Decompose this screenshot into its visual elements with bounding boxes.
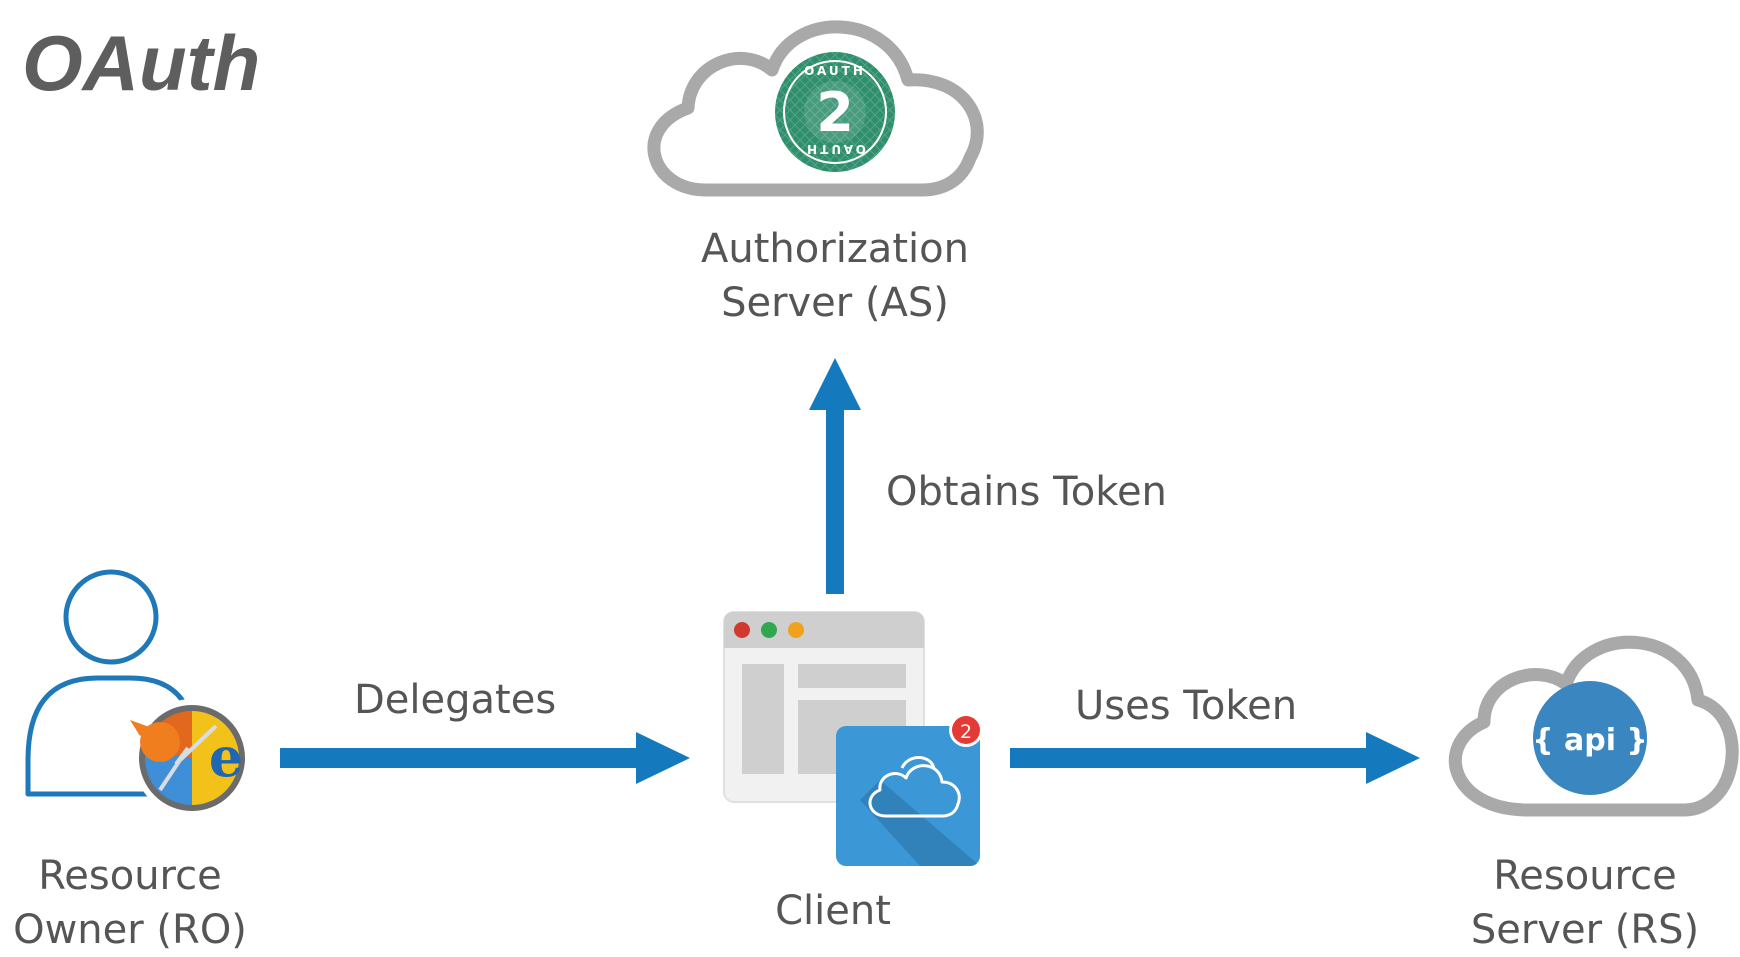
resource-server-label-line2: Server (RS) <box>1470 907 1700 953</box>
resource-server-label: Resource Server (RS) <box>1440 849 1730 957</box>
page-title: OAuth <box>22 19 261 107</box>
authorization-server-cloud-icon: 2 OAUTH OAUTH <box>647 20 984 197</box>
uses-token-arrow <box>1010 732 1420 784</box>
resource-server-cloud-icon: { api } <box>1448 635 1739 817</box>
oauth-badge-bottom-text: OAUTH <box>804 142 866 156</box>
svg-text:e: e <box>209 725 243 789</box>
oauth-badge-top-text: OAUTH <box>804 64 866 78</box>
obtains-token-label: Obtains Token <box>886 469 1167 515</box>
resource-owner-label-line2: Owner (RO) <box>13 907 247 953</box>
uses-token-label: Uses Token <box>1075 683 1298 729</box>
notification-badge: 2 <box>949 713 983 747</box>
client-label: Client <box>775 888 891 934</box>
notification-count: 2 <box>960 721 972 743</box>
browser-window-icon <box>723 611 925 803</box>
api-label: { api } <box>1532 723 1648 758</box>
delegates-arrow <box>280 732 690 784</box>
resource-owner-label: Resource Owner (RO) <box>0 849 260 957</box>
api-icon: { api } <box>1532 681 1648 795</box>
resource-owner-icon: e <box>25 569 251 817</box>
client-icon: 2 <box>723 611 983 866</box>
app-icon: 2 <box>836 713 983 866</box>
authorization-server-label: Authorization Server (AS) <box>635 222 1035 330</box>
obtains-token-arrow <box>809 358 861 594</box>
authorization-server-label-line1: Authorization <box>701 226 969 272</box>
oauth2-badge-icon: 2 OAUTH OAUTH <box>775 52 895 172</box>
authorization-server-label-line2: Server (AS) <box>721 280 949 326</box>
delegates-label: Delegates <box>354 677 557 723</box>
browser-logos-icon: e <box>130 699 251 817</box>
resource-owner-label-line1: Resource <box>38 853 222 899</box>
resource-server-label-line1: Resource <box>1493 853 1677 899</box>
oauth-badge-number: 2 <box>816 81 854 144</box>
